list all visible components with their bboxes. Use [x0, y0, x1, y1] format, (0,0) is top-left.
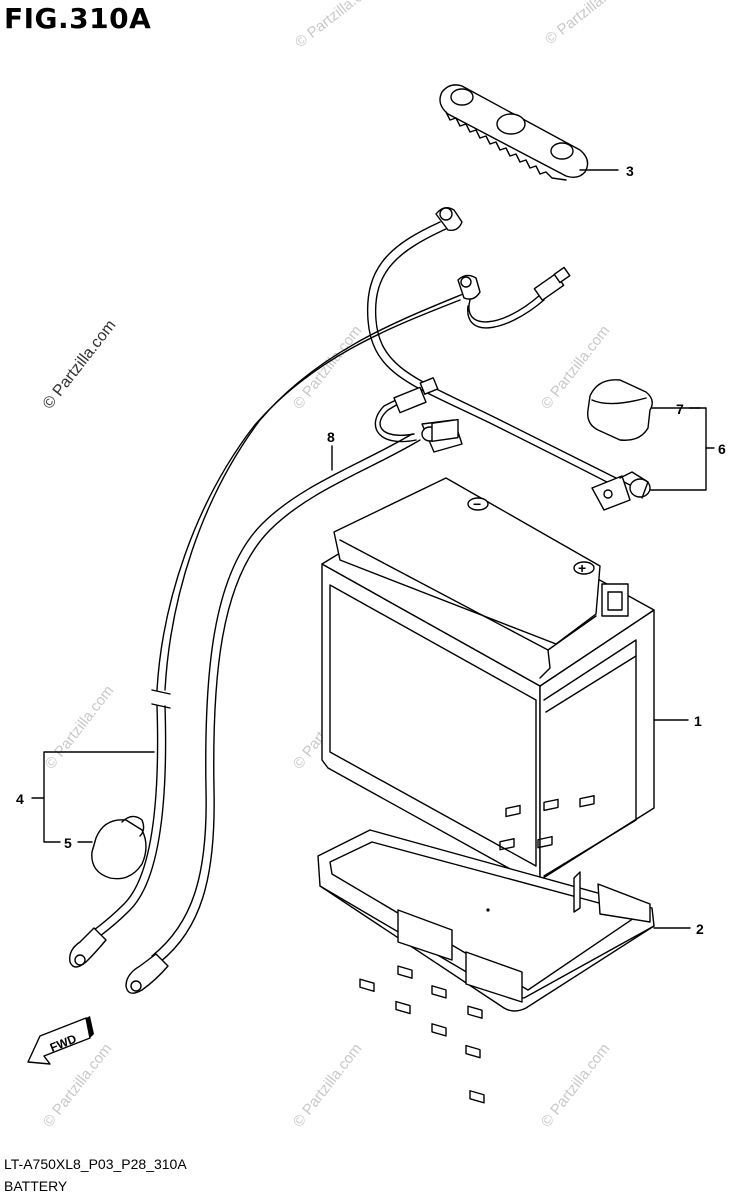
watermark: © Partzilla.com [290, 1040, 366, 1130]
fwd-arrow-icon: FWD [27, 1016, 94, 1065]
watermark: © Partzilla.com [40, 317, 120, 412]
battery-tray [317, 795, 655, 1104]
diagram-caption: BATTERY [4, 1178, 68, 1194]
battery-plus-symbol: + [578, 560, 586, 576]
callout-1: 1 [694, 713, 702, 729]
battery-minus-symbol: − [473, 496, 481, 512]
watermark: © Partzilla.com [542, 0, 632, 48]
positive-cable [69, 207, 631, 968]
callout-7: 7 [676, 401, 684, 417]
diagram-code: LT-A750XL8_P03_P28_310A [4, 1156, 187, 1172]
callouts: 3 1 2 7 6 8 4 5 [16, 163, 726, 937]
terminal-cover [587, 379, 653, 441]
callout-6: 6 [718, 441, 726, 457]
callout-4: 4 [16, 791, 24, 807]
battery-strap [439, 84, 589, 181]
watermark: © Partzilla.com [292, 0, 382, 51]
callout-8: 8 [327, 429, 335, 445]
figure-title: FIG.310A [4, 2, 152, 35]
cable-terminal [591, 471, 651, 511]
watermark: © Partzilla.com [290, 322, 366, 412]
watermark: © Partzilla.com [42, 682, 118, 772]
callout-5: 5 [64, 835, 72, 851]
callout-3: 3 [626, 163, 634, 179]
rubber-cap [91, 815, 147, 880]
watermark: © Partzilla.com [538, 1040, 614, 1130]
battery: − + [321, 418, 655, 883]
callout-2: 2 [696, 921, 704, 937]
tray-slots [359, 795, 595, 1104]
